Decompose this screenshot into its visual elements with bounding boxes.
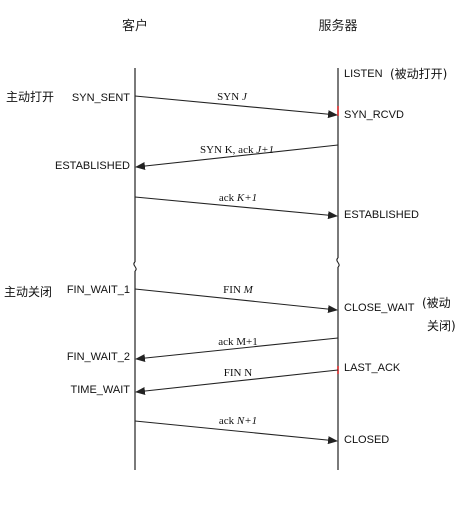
server-state-closed: CLOSED [344,434,389,446]
label-fin-m: FIN M [223,284,253,296]
server-state-syn-rcvd: SYN_RCVD [344,109,404,121]
server-state-last-ack: LAST_ACK [344,362,401,374]
passive-close-label-2: 关闭) [427,319,456,333]
client-header: 客户 [122,18,148,34]
active-open-label: 主动打开 [6,90,54,104]
active-close-label: 主动关闭 [4,285,52,299]
label-syn: SYN J [217,91,248,103]
server-header: 服务器 [318,18,357,34]
client-state-syn-sent: SYN_SENT [72,92,130,104]
arrow-ack-n [134,420,338,445]
client-lifeline-break [133,261,137,272]
label-fin-n: FIN N [224,367,252,379]
arrow-ack-m [135,337,339,363]
passive-open-label: (被动打开) [390,67,447,81]
server-lifeline-break [336,257,340,268]
label-syn-ack: SYN K, ack J+1 [200,144,274,156]
passive-close-label-1: (被动 [422,296,451,310]
arrow-syn-ack [135,144,339,171]
client-state-fin-wait-1: FIN_WAIT_1 [67,284,130,296]
server-state-established: ESTABLISHED [344,209,419,221]
client-state-established: ESTABLISHED [55,160,130,172]
label-ack-m: ack M+1 [218,336,258,348]
arrow-fin-m [134,288,338,314]
label-ack1: ack K+1 [219,192,257,204]
server-state-listen: LISTEN [344,68,383,80]
arrow-ack1 [134,196,338,220]
client-state-time-wait: TIME_WAIT [71,384,131,396]
arrow-fin-n [135,369,339,396]
arrow-syn [134,95,338,119]
label-ack-n: ack N+1 [219,415,257,427]
client-state-fin-wait-2: FIN_WAIT_2 [67,351,130,363]
server-state-close-wait: CLOSE_WAIT [344,302,415,314]
